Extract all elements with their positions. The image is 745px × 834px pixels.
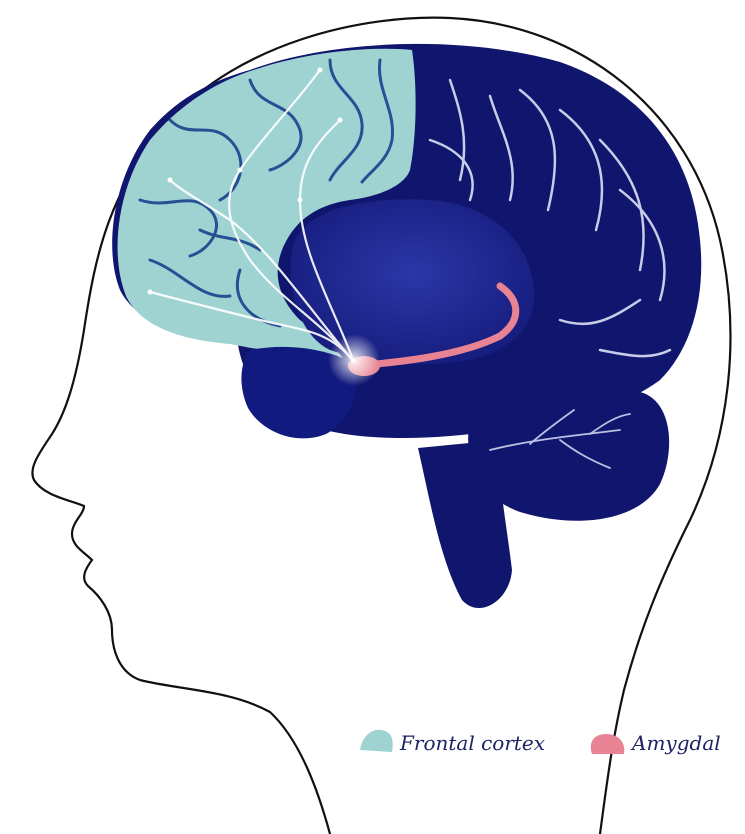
legend-label-amygdala: Amygdal xyxy=(630,731,721,755)
frontal-cortex-swatch-icon xyxy=(360,730,393,752)
legend-label-frontal-cortex: Frontal cortex xyxy=(399,731,545,755)
amygdala-swatch-icon xyxy=(591,734,625,754)
legend: Frontal cortex Amygdal xyxy=(360,730,721,755)
